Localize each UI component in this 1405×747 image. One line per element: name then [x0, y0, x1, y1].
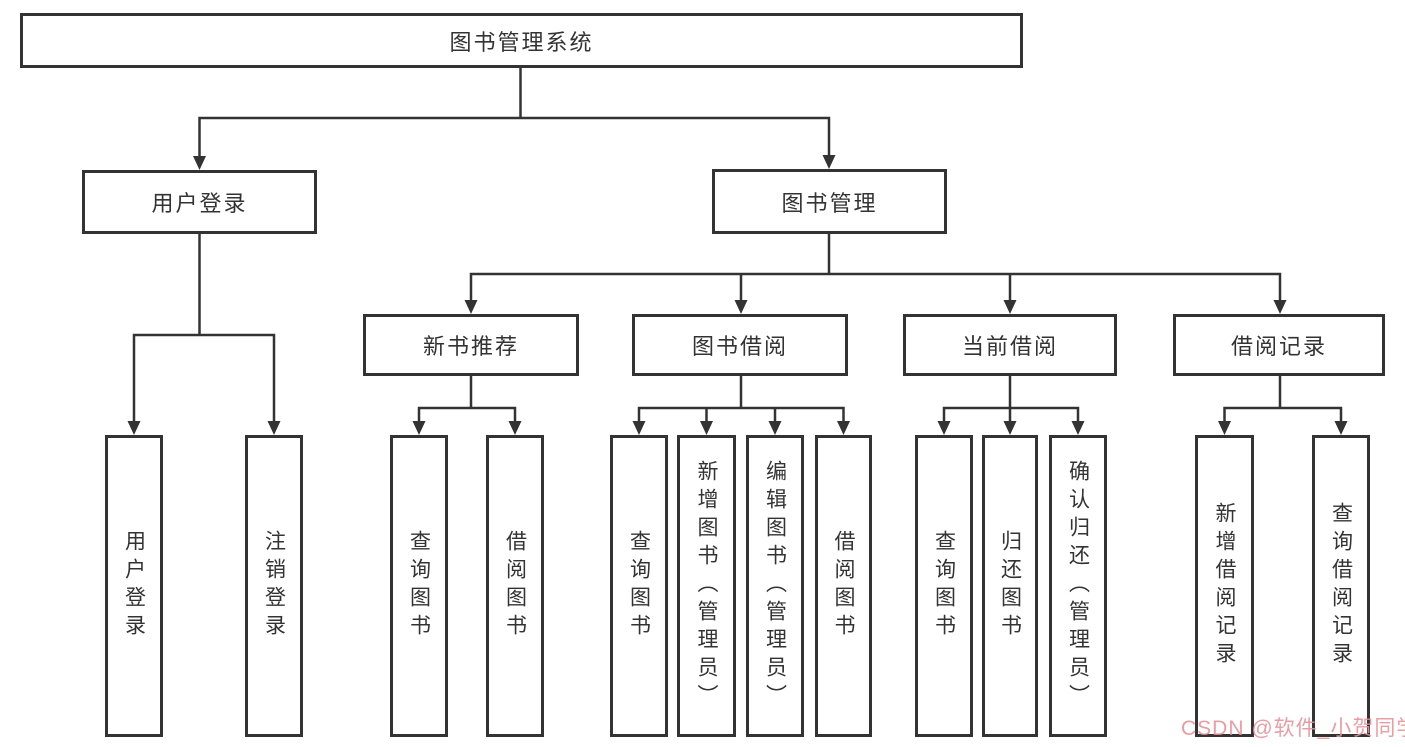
node-query-books-current: 查询图书 — [915, 435, 973, 737]
node-label: 查询图书 — [407, 530, 431, 642]
node-label: 用户登录 — [122, 530, 146, 642]
node-label: 归还图书 — [998, 530, 1022, 642]
node-confirm-return-admin: 确认归还（管理员） — [1049, 435, 1107, 737]
node-label: 借阅图书 — [503, 530, 527, 642]
node-return-books: 归还图书 — [982, 435, 1038, 737]
node-edit-books-admin: 编辑图书（管理员） — [746, 435, 804, 737]
node-book-management: 图书管理 — [712, 169, 947, 234]
node-label: 新增图书（管理员） — [695, 460, 718, 712]
node-logout-action: 注销登录 — [245, 435, 303, 737]
node-label: 借阅图书 — [832, 530, 855, 642]
node-label: 查询图书 — [627, 530, 651, 642]
node-query-books-borrow: 查询图书 — [610, 435, 668, 737]
node-label: 注销登录 — [262, 530, 286, 642]
node-label: 查询图书 — [932, 530, 956, 642]
node-label: 查询借阅记录 — [1329, 502, 1353, 670]
csdn-watermark: CSDN @软件_小贺同学 — [1181, 717, 1405, 740]
connector-edges — [132, 68, 1343, 421]
node-add-borrow-record: 新增借阅记录 — [1195, 435, 1254, 737]
node-user-login-action: 用户登录 — [105, 435, 163, 737]
node-query-borrow-record: 查询借阅记录 — [1312, 435, 1370, 737]
node-add-books-admin: 新增图书（管理员） — [677, 435, 736, 737]
node-book-borrow: 图书借阅 — [632, 314, 848, 376]
node-current-borrow: 当前借阅 — [903, 314, 1117, 376]
node-borrow-records: 借阅记录 — [1173, 314, 1385, 376]
node-label: 确认归还（管理员） — [1066, 460, 1090, 712]
node-borrow-books: 借阅图书 — [815, 435, 872, 737]
arrowhead-icon — [127, 155, 1348, 435]
node-query-books-recommend: 查询图书 — [390, 435, 448, 737]
node-user-login: 用户登录 — [82, 170, 317, 234]
node-label: 新增借阅记录 — [1213, 502, 1236, 670]
node-borrow-books-recommend: 借阅图书 — [486, 435, 544, 737]
node-label: 编辑图书（管理员） — [763, 460, 787, 712]
node-library-management-system: 图书管理系统 — [20, 13, 1023, 68]
node-new-book-recommend: 新书推荐 — [363, 314, 579, 376]
